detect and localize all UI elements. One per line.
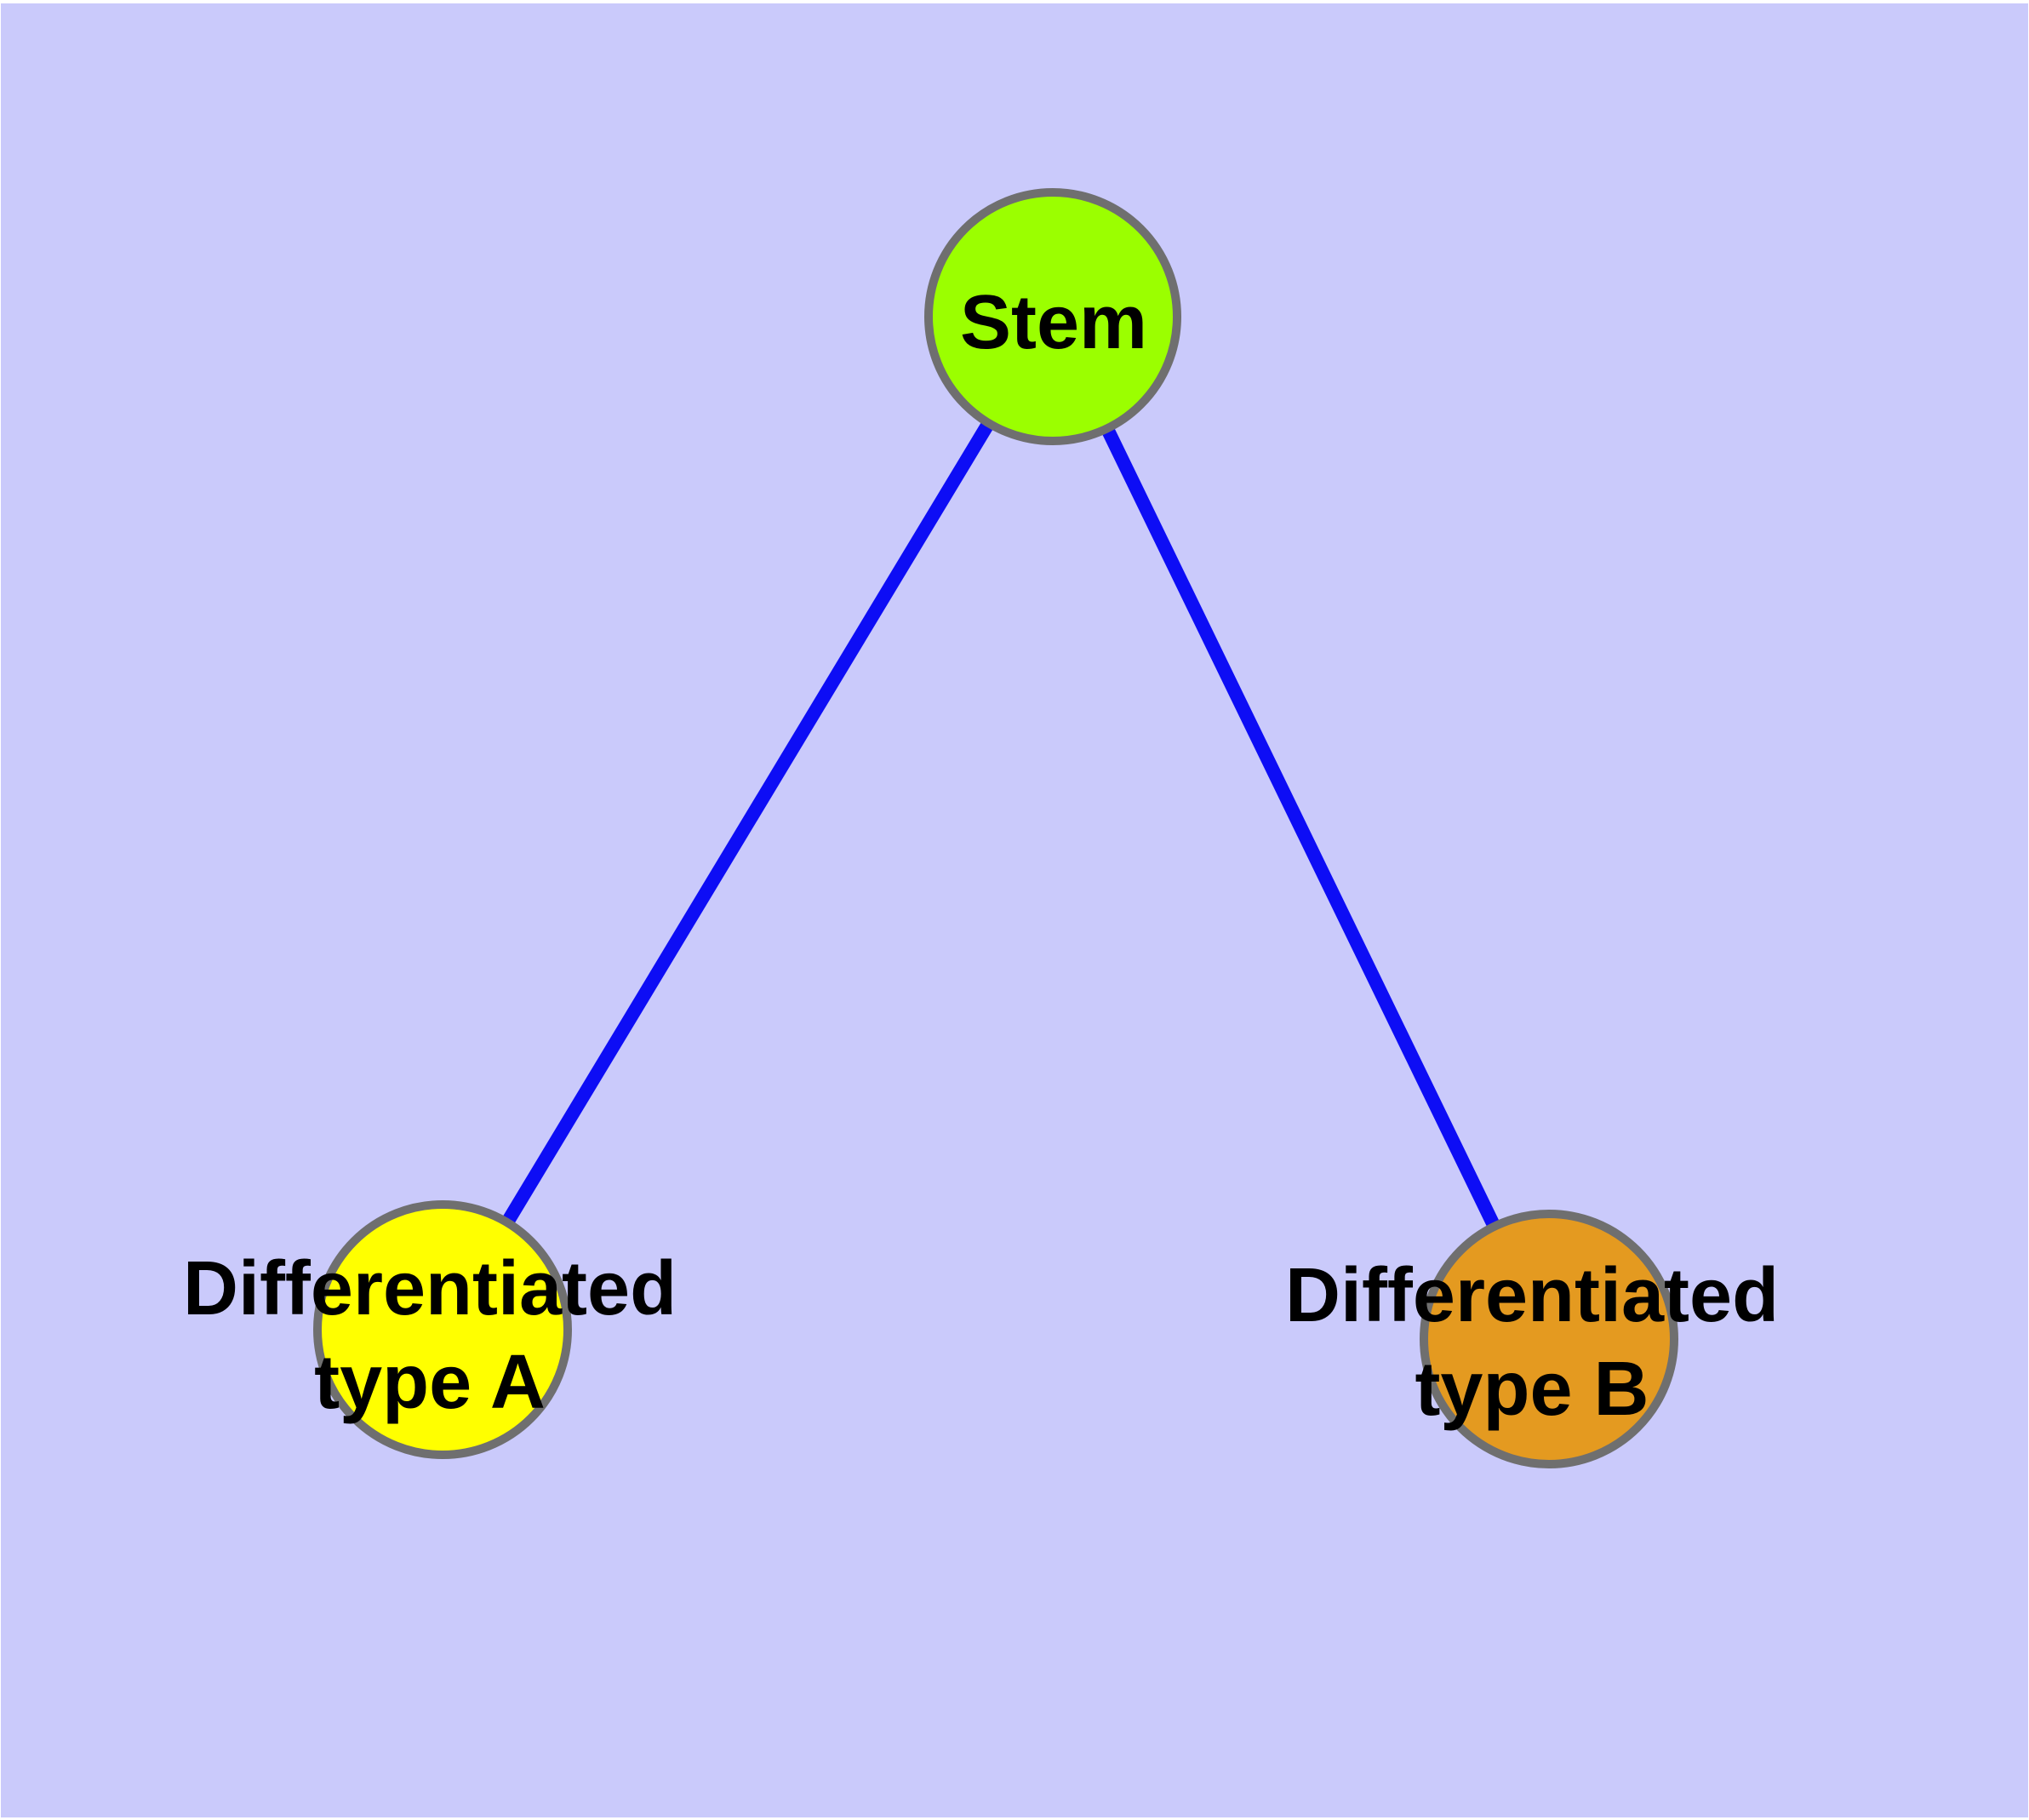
node-differentiated-type-b-circle <box>1420 1210 1678 1468</box>
node-stem-circle <box>924 188 1181 445</box>
edge-stem-to-type-b <box>1046 313 1556 1342</box>
node-differentiated-type-a-circle <box>313 1200 572 1459</box>
edge-stem-to-type-a <box>437 312 1059 1334</box>
